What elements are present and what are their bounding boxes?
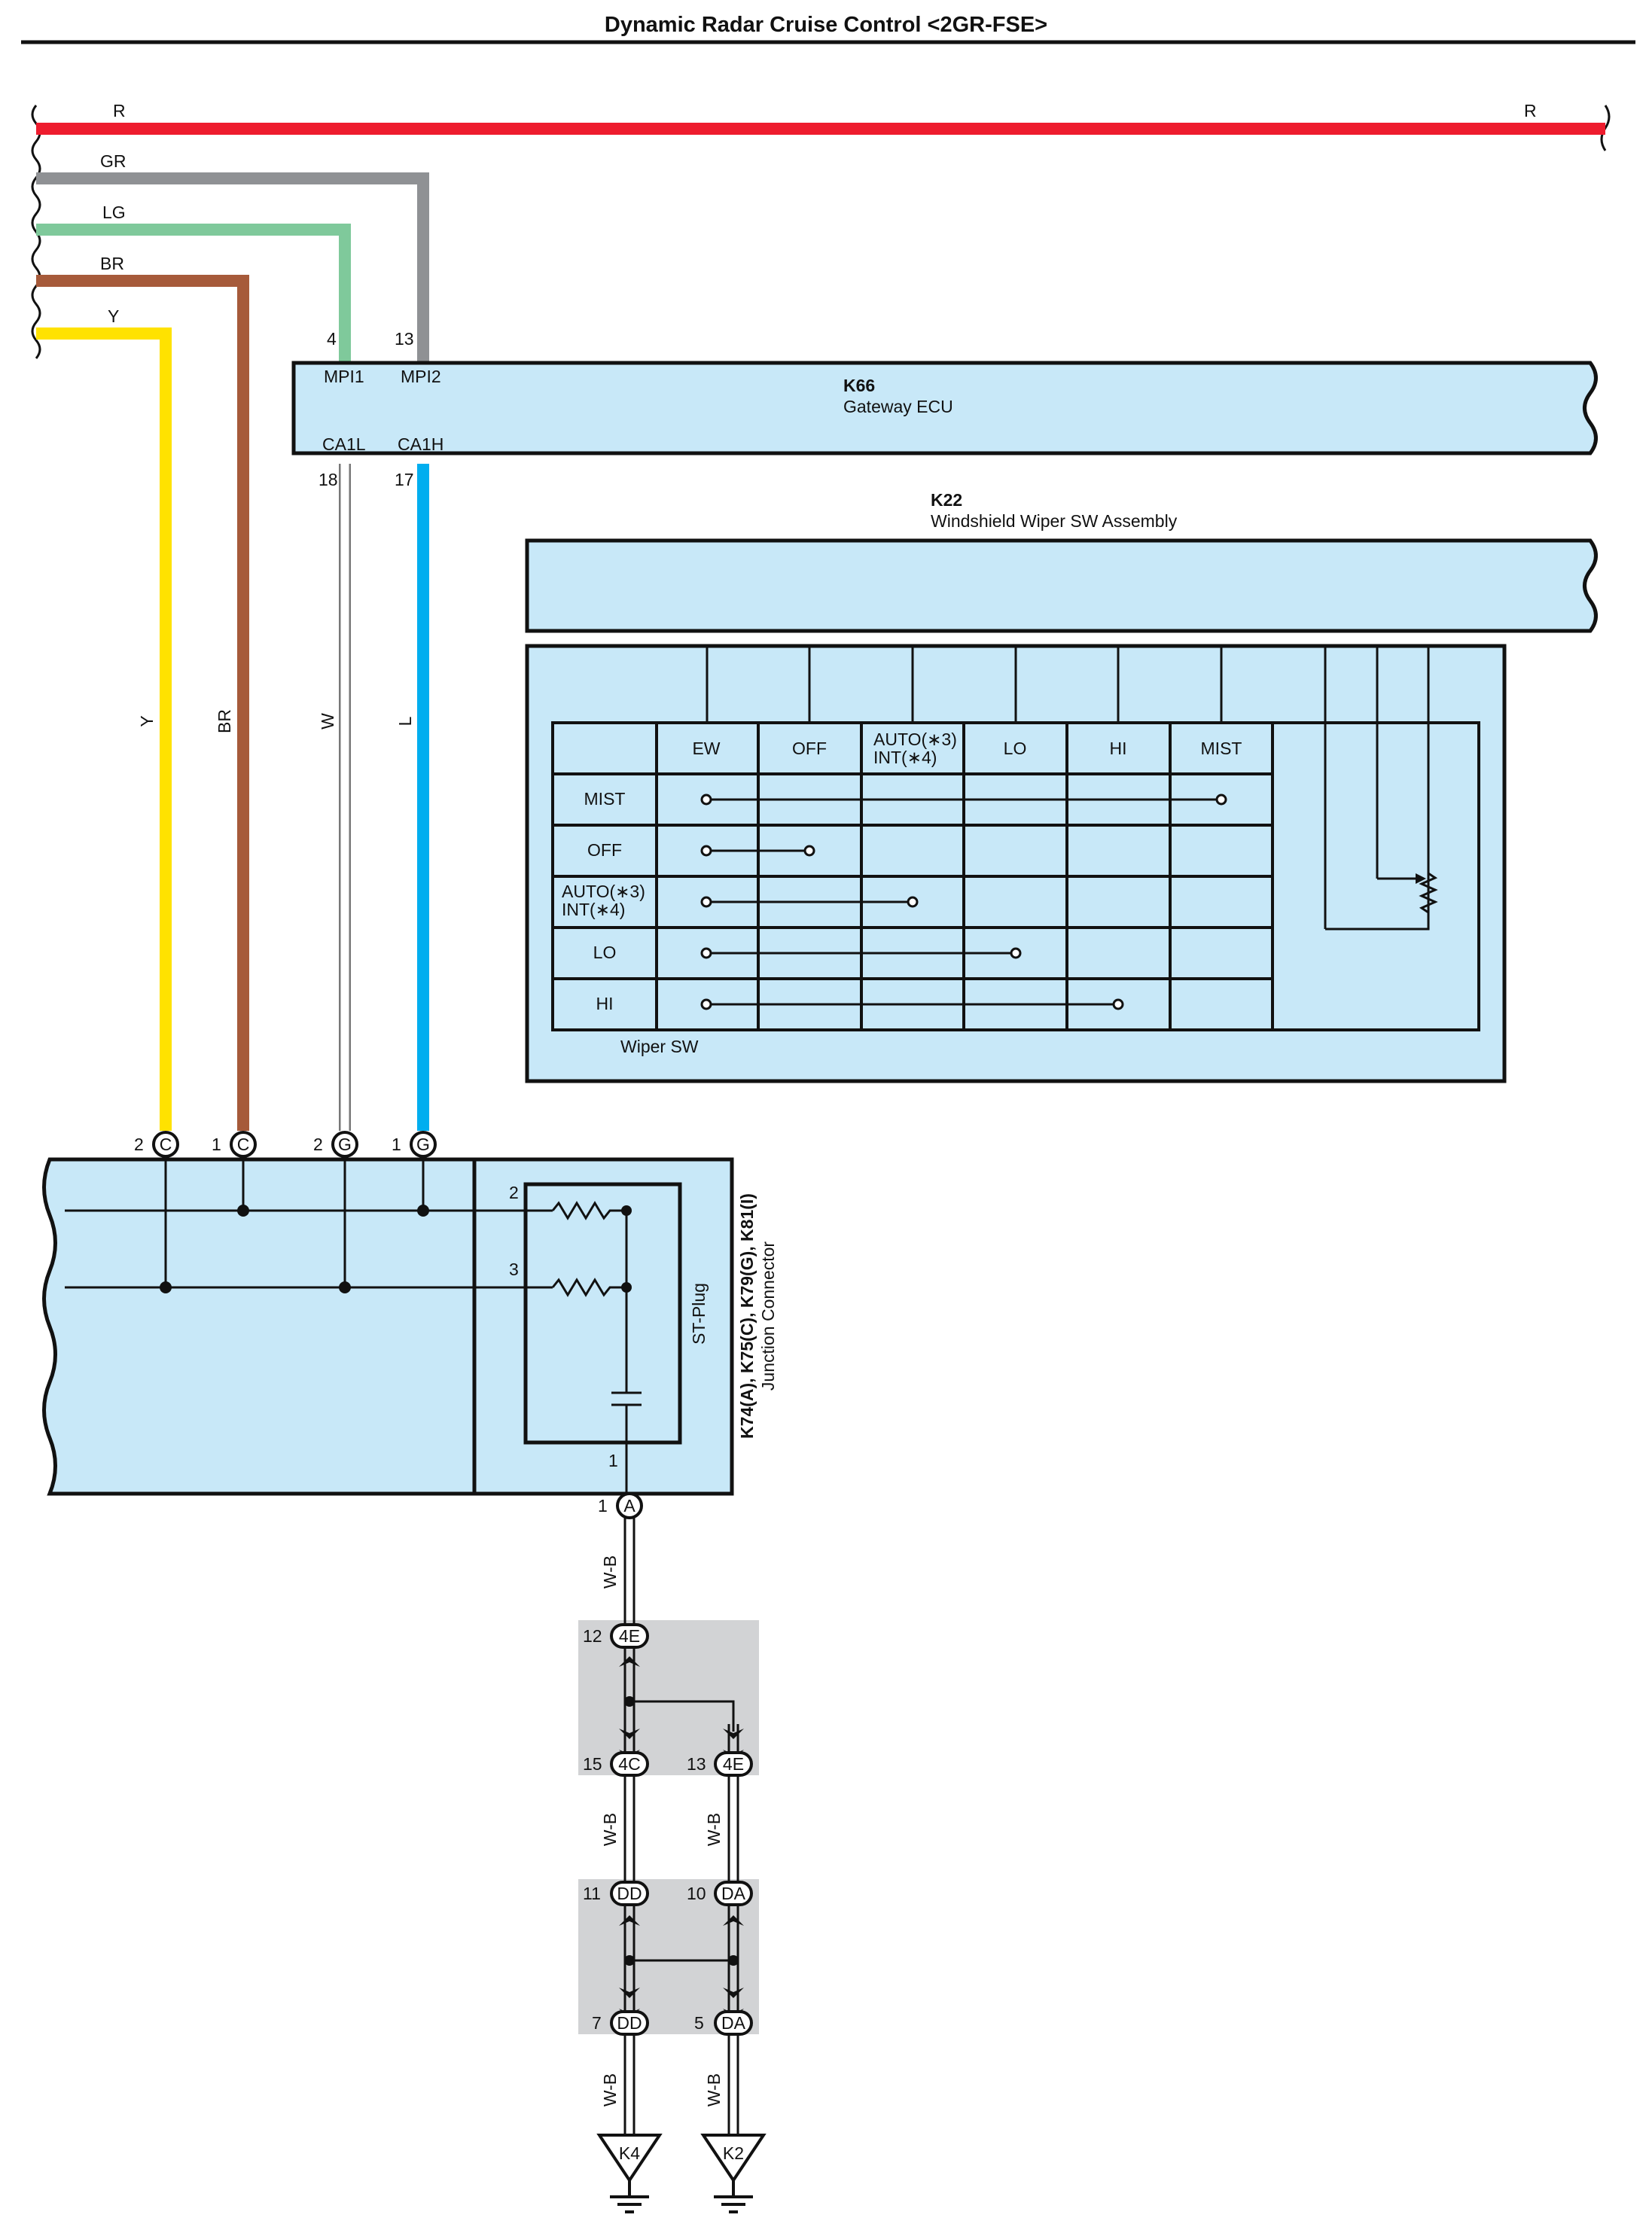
- st-plug-box: [523, 1182, 682, 1445]
- jc-pin-1G-id: G: [416, 1135, 430, 1154]
- jc-pin-1A-id: A: [623, 1496, 636, 1516]
- jc-pin-1G: [410, 1131, 437, 1158]
- splice-4C-id: 4C: [618, 1754, 640, 1774]
- wire-label-br: BR: [100, 254, 124, 273]
- wire-gr: [36, 172, 429, 363]
- gateway-pin-num-ca1l: 18: [319, 470, 338, 489]
- row-hi: HI: [596, 994, 614, 1013]
- jc-pin-1A: [616, 1492, 643, 1519]
- gateway-pin-num-mpi2: 13: [395, 329, 414, 349]
- row-mist: MIST: [584, 789, 626, 809]
- splice-DA-a-id: DA: [721, 1884, 746, 1903]
- splice-4E-a-num: 12: [583, 1626, 602, 1646]
- row-off: OFF: [587, 840, 622, 860]
- col-ew: EW: [692, 739, 720, 758]
- ground-k2-label: K2: [723, 2143, 744, 2163]
- splice-4E-b-id: 4E: [723, 1754, 744, 1774]
- jc-pin-2C-num: 2: [134, 1135, 144, 1154]
- jc-pin-2G-id: G: [338, 1135, 352, 1154]
- wire-label-w-vert: W: [318, 713, 337, 730]
- gateway-name: Gateway ECU: [843, 397, 953, 416]
- wiper-name: Windshield Wiper SW Assembly: [931, 511, 1178, 531]
- gateway-pin-num-mpi1: 4: [327, 329, 337, 349]
- gateway-ecu-box: [291, 361, 1598, 455]
- st-plug-pin-2: 2: [509, 1183, 519, 1202]
- splice-dots: [624, 1696, 739, 1966]
- ground-k4-label: K4: [619, 2143, 640, 2163]
- wire-label-lg: LG: [102, 203, 126, 222]
- splice-4E-a-id: 4E: [619, 1626, 640, 1646]
- switch-connections: [700, 794, 1227, 1010]
- row-int: INT(∗4): [562, 900, 625, 919]
- wiper-code: K22: [931, 490, 962, 510]
- jc-pin-2C: [152, 1131, 179, 1158]
- junction-dots: [160, 1205, 632, 1293]
- splice-DA-a-num: 10: [687, 1884, 706, 1903]
- jc-pin-1G-num: 1: [392, 1135, 401, 1154]
- wire-label-r: R: [113, 101, 126, 120]
- wire-label-y-vert: Y: [137, 715, 157, 727]
- junction-internal-wiring: [65, 1148, 642, 1506]
- wire-label-y: Y: [108, 306, 119, 326]
- col-auto: AUTO(∗3): [873, 730, 957, 749]
- junction-name: Junction Connector: [758, 1241, 778, 1391]
- jc-pin-1C: [230, 1131, 257, 1158]
- wiper-sw-stub-lines: [706, 646, 1430, 929]
- col-off: OFF: [792, 739, 827, 758]
- splice-DD-a-id: DD: [617, 1884, 642, 1903]
- ground-k2: [700, 2134, 767, 2213]
- junction-codes: K74(A), K75(C), K79(G), K81(I): [737, 1193, 757, 1439]
- splice-4E-b-num: 13: [687, 1754, 706, 1774]
- splice-connectors: [610, 1623, 753, 2036]
- jc-pin-2G-num: 2: [313, 1135, 323, 1154]
- col-lo: LO: [1004, 739, 1027, 758]
- splice-DA-b-id: DA: [721, 2013, 746, 2033]
- wire-label-wb-4: W-B: [600, 2073, 620, 2107]
- junction-connector-box: [42, 1157, 734, 1496]
- wire-label-gr: GR: [100, 151, 126, 171]
- splice-DD-b-id: DD: [617, 2013, 642, 2033]
- wire-br: [36, 275, 249, 1131]
- jc-pin-1A-num: 1: [598, 1496, 608, 1516]
- wire-label-wb-3: W-B: [704, 1813, 724, 1846]
- col-int: INT(∗4): [873, 748, 937, 767]
- splice-4C-num: 15: [583, 1754, 602, 1774]
- wire-label-wb-1: W-B: [600, 1555, 620, 1589]
- wire-label-l-vert: L: [395, 716, 415, 726]
- st-plug-pin-1: 1: [608, 1451, 618, 1470]
- gateway-pin-mpi1: MPI1: [324, 367, 364, 386]
- wire-label-wb-5: W-B: [704, 2073, 724, 2107]
- wiper-switch-table: [551, 721, 1480, 1031]
- wire-label-br-vert: BR: [215, 709, 234, 733]
- jc-pin-1C-id: C: [237, 1135, 250, 1154]
- col-hi: HI: [1110, 739, 1127, 758]
- row-lo: LO: [593, 943, 617, 962]
- row-auto: AUTO(∗3): [562, 882, 645, 901]
- ground-k4: [596, 2134, 663, 2213]
- col-mist: MIST: [1201, 739, 1242, 758]
- jc-pin-2C-id: C: [160, 1135, 172, 1154]
- wiper-top-box: [525, 538, 1598, 633]
- page-title: Dynamic Radar Cruise Control <2GR-FSE>: [605, 13, 1047, 37]
- wiper-sw-label: Wiper SW: [620, 1037, 699, 1056]
- gateway-pin-ca1h: CA1H: [398, 434, 443, 454]
- st-plug-label: ST-Plug: [689, 1283, 709, 1345]
- jc-pin-1C-num: 1: [212, 1135, 221, 1154]
- gateway-code: K66: [843, 376, 875, 395]
- gateway-pin-mpi2: MPI2: [401, 367, 441, 386]
- gateway-pin-num-ca1h: 17: [395, 470, 414, 489]
- wire-label-wb-2: W-B: [600, 1813, 620, 1846]
- wire-label-r-right: R: [1524, 101, 1537, 120]
- wire-y: [36, 327, 172, 1131]
- splice-DA-b-num: 5: [694, 2013, 704, 2033]
- jc-pin-2G: [331, 1131, 358, 1158]
- wire-lg: [36, 224, 351, 363]
- st-plug-pin-3: 3: [509, 1260, 519, 1279]
- splice-DD-a-num: 11: [583, 1884, 601, 1903]
- gateway-pin-ca1l: CA1L: [322, 434, 366, 454]
- splice-DD-b-num: 7: [592, 2013, 602, 2033]
